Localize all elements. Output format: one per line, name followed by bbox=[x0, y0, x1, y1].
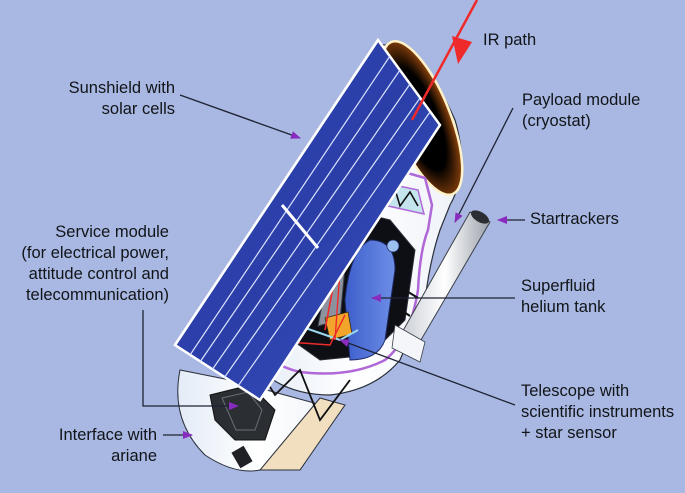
service-leader-line bbox=[142, 310, 239, 410]
startrackers-label: Startrackers bbox=[530, 210, 619, 228]
telescope-leader-line bbox=[339, 339, 516, 406]
sunshield-leader-line bbox=[179, 94, 301, 139]
sunshield-panel-shape bbox=[173, 37, 442, 402]
ir-path-label: IR path bbox=[483, 31, 537, 49]
interface-label: Interface with ariane bbox=[58, 426, 157, 465]
sunshield-label: Sunshield with solar cells bbox=[68, 79, 175, 118]
startracker-shape bbox=[391, 210, 491, 363]
service-module-label: Service module (for electrical power, at… bbox=[21, 223, 169, 304]
payload-leader-line bbox=[454, 107, 514, 223]
helium-tank-label: Superfluid helium tank bbox=[521, 277, 606, 316]
ir-path-arrow bbox=[410, 0, 479, 121]
payload-module-label: Payload module (cryostat) bbox=[522, 91, 641, 130]
telescope-label: Telescope with scientific instruments + … bbox=[521, 382, 675, 442]
